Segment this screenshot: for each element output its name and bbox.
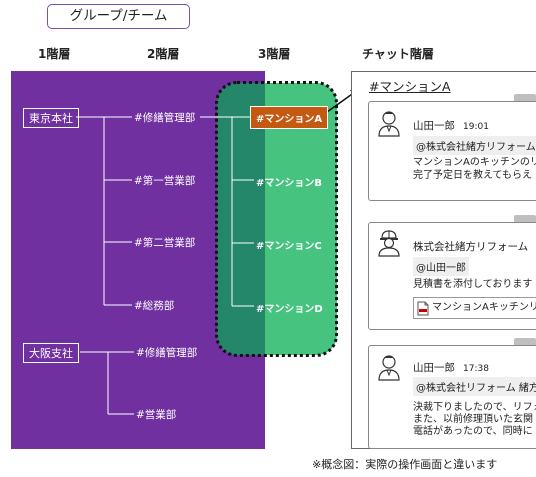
user-avatar-icon — [378, 355, 400, 381]
message-line: 電話があったので、同時に — [413, 426, 533, 437]
node-mansion-d[interactable]: #マンションD — [256, 304, 323, 315]
worker-avatar-icon — [378, 230, 400, 257]
node-osaka-branch[interactable]: 大阪支社 — [23, 343, 79, 363]
message-sender: 山田一郎 17:38 — [413, 360, 489, 375]
node-tokyo-hq[interactable]: 東京本社 — [23, 108, 79, 128]
node-mansion-a[interactable]: #マンションA — [250, 106, 329, 129]
chat-channel-title[interactable]: #マンションA — [369, 79, 451, 94]
message-mention: @山田一郎 — [413, 257, 469, 276]
message-line: マンションAのキッチンのリフ — [413, 157, 536, 168]
node-sales-dept-2[interactable]: #第二営業部 — [134, 237, 196, 249]
message-sender: 山田一郎 19:01 — [413, 118, 489, 133]
column-header-level1: 1階層 — [38, 47, 71, 61]
node-osaka-repair-dept[interactable]: #修繕管理部 — [136, 347, 198, 359]
message-line: 見積書を添付しております — [413, 279, 533, 290]
node-general-affairs[interactable]: #総務部 — [134, 300, 175, 312]
column-header-level3: 3階層 — [258, 47, 291, 61]
sender-name: 山田一郎 — [413, 362, 455, 374]
concept-note: ※概念図：実際の操作画面と違います — [312, 458, 498, 471]
pdf-file-icon — [417, 301, 429, 316]
sender-name: 株式会社緒方リフォーム — [413, 241, 529, 253]
node-osaka-sales-dept[interactable]: #営業部 — [136, 409, 177, 421]
node-tokyo-repair-dept[interactable]: #修繕管理部 — [134, 112, 196, 124]
message-line: 完了予定日を教えてもらえ — [413, 170, 532, 181]
sender-name: 山田一郎 — [413, 120, 455, 132]
message-line: また、以前修理頂いた玄関 — [413, 414, 533, 425]
attachment-name: マンションAキッチンリフ — [432, 302, 536, 313]
message-time: 19:01 — [463, 122, 489, 132]
node-mansion-b[interactable]: #マンションB — [256, 178, 323, 189]
level3-dotted-frame — [215, 81, 338, 357]
message-time: 17:38 — [463, 364, 489, 374]
column-header-level2: 2階層 — [147, 47, 180, 61]
chat-message: 山田一郎 19:01 @株式会社緒方リフォーム マンションAのキッチンのリフ 完了… — [368, 101, 536, 201]
node-mansion-c[interactable]: #マンションC — [256, 241, 322, 252]
message-mention: @株式会社緒方リフォーム — [413, 136, 536, 155]
message-mention: @株式会社リフォーム 緒方 — [413, 377, 536, 396]
chat-message: 山田一郎 17:38 @株式会社リフォーム 緒方 決裁下りましたので、リフォ また… — [368, 345, 536, 449]
attachment-chip[interactable]: マンションAキッチンリフ — [413, 297, 536, 319]
user-avatar-icon — [378, 111, 400, 137]
group-team-title: グループ/チーム — [47, 4, 190, 29]
message-line: 決裁下りましたので、リフォ — [413, 402, 536, 413]
column-header-chat: チャット階層 — [362, 47, 434, 61]
node-sales-dept-1[interactable]: #第一営業部 — [134, 175, 196, 187]
chat-message: 株式会社緒方リフォーム @山田一郎 見積書を添付しております マンションAキッチ… — [368, 222, 536, 330]
